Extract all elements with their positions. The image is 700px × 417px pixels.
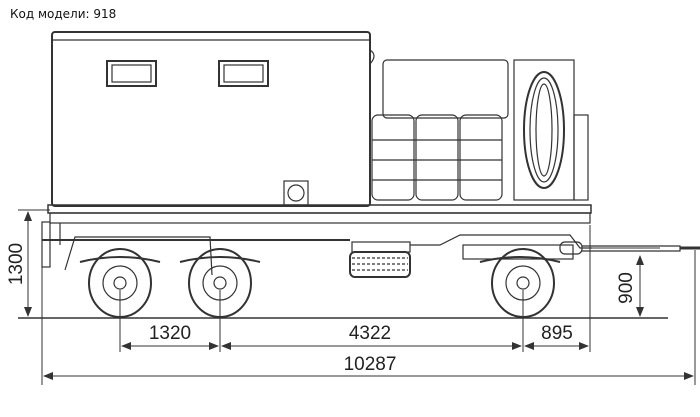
chassis-frame (41, 204, 700, 278)
dim-overall-height: 1300 (6, 243, 27, 285)
dim-drawbar-height: 900 (616, 272, 637, 304)
dim-axle-spacing: 1320 (149, 323, 191, 344)
dim-overall-length: 10287 (344, 354, 397, 375)
cargo-equipment (371, 59, 589, 201)
dim-rear-overhang: 895 (541, 323, 573, 344)
model-code: Код модели: 918 (10, 7, 117, 21)
dimension-lines (18, 209, 696, 385)
wheels (79, 248, 561, 318)
van-body (51, 31, 375, 207)
dim-wheelbase: 4322 (349, 323, 391, 344)
spare-wheel (349, 251, 411, 278)
